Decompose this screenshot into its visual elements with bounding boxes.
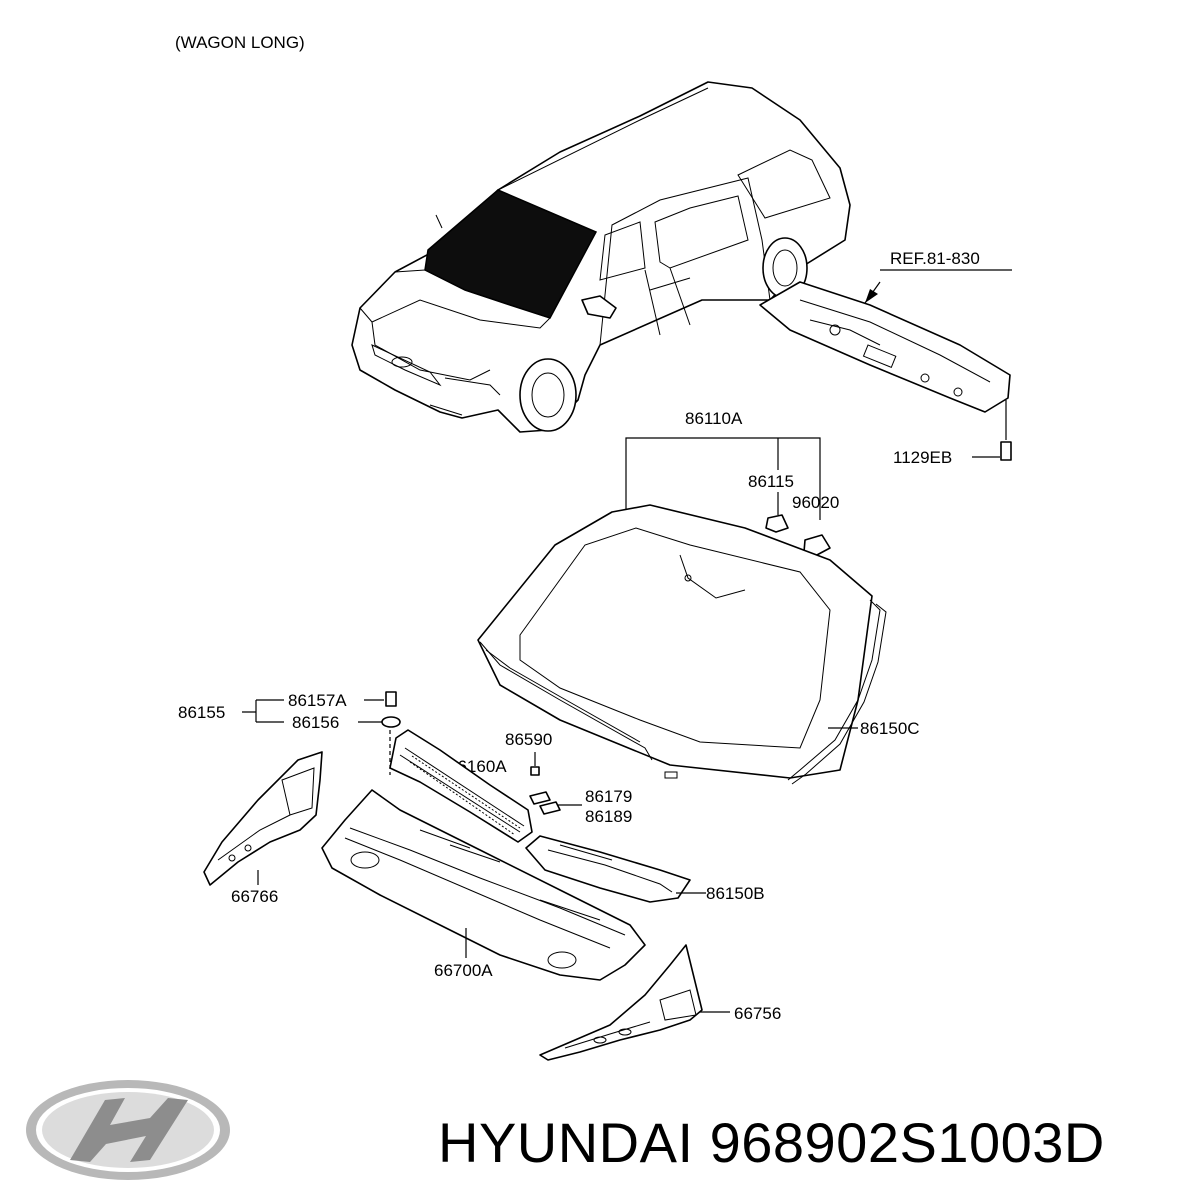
footer-part-label: HYUNDAI 968902S1003D (438, 1108, 1198, 1178)
cover-right-drawing (525, 835, 691, 903)
callout-cover-right: 86150B (706, 884, 765, 903)
callout-sensor-pad: 96020 (792, 493, 839, 512)
callout-group: 86155 (178, 703, 225, 722)
callout-retainer-a: 86157A (288, 691, 347, 710)
callout-molding-side: 86150C (860, 719, 920, 738)
cowl-panel-drawing (321, 789, 646, 981)
retainer-drawing (381, 716, 401, 728)
windshield-bracket-line (625, 437, 821, 520)
callout-clip-a: 86179 (585, 787, 632, 806)
floor-panel-drawing (759, 269, 1012, 413)
bolt-drawing (972, 400, 1012, 461)
clip-pair-drawing (529, 791, 561, 815)
callout-bolt: 1129EB (893, 448, 952, 467)
callout-side-left: 66766 (231, 887, 278, 906)
side-right-drawing (539, 944, 703, 1061)
callout-clip-b: 86189 (585, 807, 632, 826)
callout-cowl-panel: 66700A (434, 961, 493, 980)
callout-ref: REF.81-830 (890, 249, 980, 268)
brand-name: HYUNDAI (438, 1111, 694, 1174)
windshield-drawing (477, 504, 873, 779)
cowl-grille-drawing (389, 729, 533, 843)
callout-clip: 86115 (748, 472, 794, 491)
vehicle-drawing (351, 81, 851, 433)
part-number: 968902S1003D (709, 1111, 1105, 1174)
callout-windshield-assy: 86110A (685, 409, 743, 428)
grommet-drawing (530, 766, 540, 776)
variant-label: (WAGON LONG) (175, 33, 305, 52)
callout-side-right: 66756 (734, 1004, 781, 1023)
hyundai-logo-icon (26, 1080, 230, 1180)
callout-retainer: 86156 (292, 713, 339, 732)
callout-grommet: 86590 (505, 730, 552, 749)
retainer-a-drawing (385, 691, 397, 707)
clip-drawing (765, 514, 789, 533)
side-left-drawing (203, 751, 323, 886)
side-molding-drawing (787, 599, 881, 781)
